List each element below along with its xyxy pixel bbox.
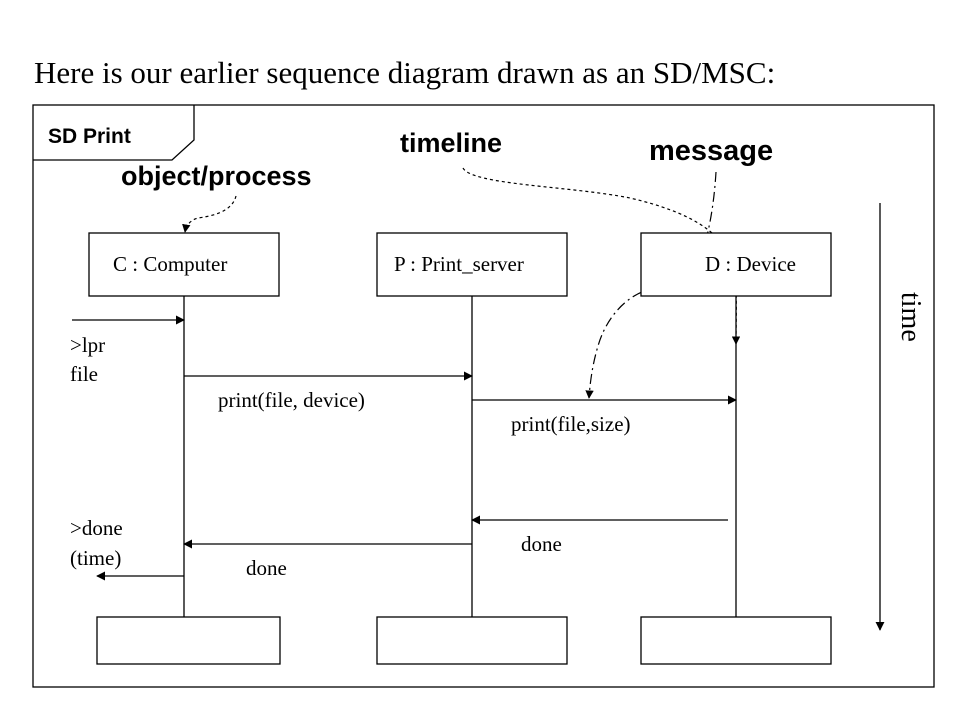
sd-frame xyxy=(32,104,935,688)
annotation-time: time xyxy=(895,292,926,342)
message-label-done-out-line2: (time) xyxy=(70,546,121,570)
message-label-lpr-line1: >lpr xyxy=(70,333,105,357)
sd-frame-tab xyxy=(33,105,195,161)
object-box-computer xyxy=(88,232,280,297)
sd-frame-label: SD Print xyxy=(48,125,131,148)
annotation-message: message xyxy=(649,135,773,167)
message-label-done-to-computer: done xyxy=(246,556,287,580)
message-label-done-out-line1: >done xyxy=(70,516,123,540)
slide-title: Here is our earlier sequence diagram dra… xyxy=(34,55,775,90)
message-label-lpr-line2: file xyxy=(70,362,98,386)
object-process-pointer xyxy=(182,195,237,233)
end-box-computer xyxy=(96,616,281,665)
end-box-print-server xyxy=(376,616,568,665)
end-box-device xyxy=(640,616,832,665)
object-label-print-server: P : Print_server xyxy=(394,252,524,276)
object-box-print-server xyxy=(376,232,568,297)
annotation-timeline: timeline xyxy=(400,128,502,158)
message-label-print-file-device: print(file, device) xyxy=(218,388,365,412)
object-box-device xyxy=(640,232,832,297)
annotation-object-process: object/process xyxy=(121,161,312,191)
object-label-computer: C : Computer xyxy=(113,252,227,276)
message-label-done-from-device: done xyxy=(521,532,562,556)
object-label-device: D : Device xyxy=(705,252,796,276)
message-label-print-file-size: print(file,size) xyxy=(511,412,631,436)
